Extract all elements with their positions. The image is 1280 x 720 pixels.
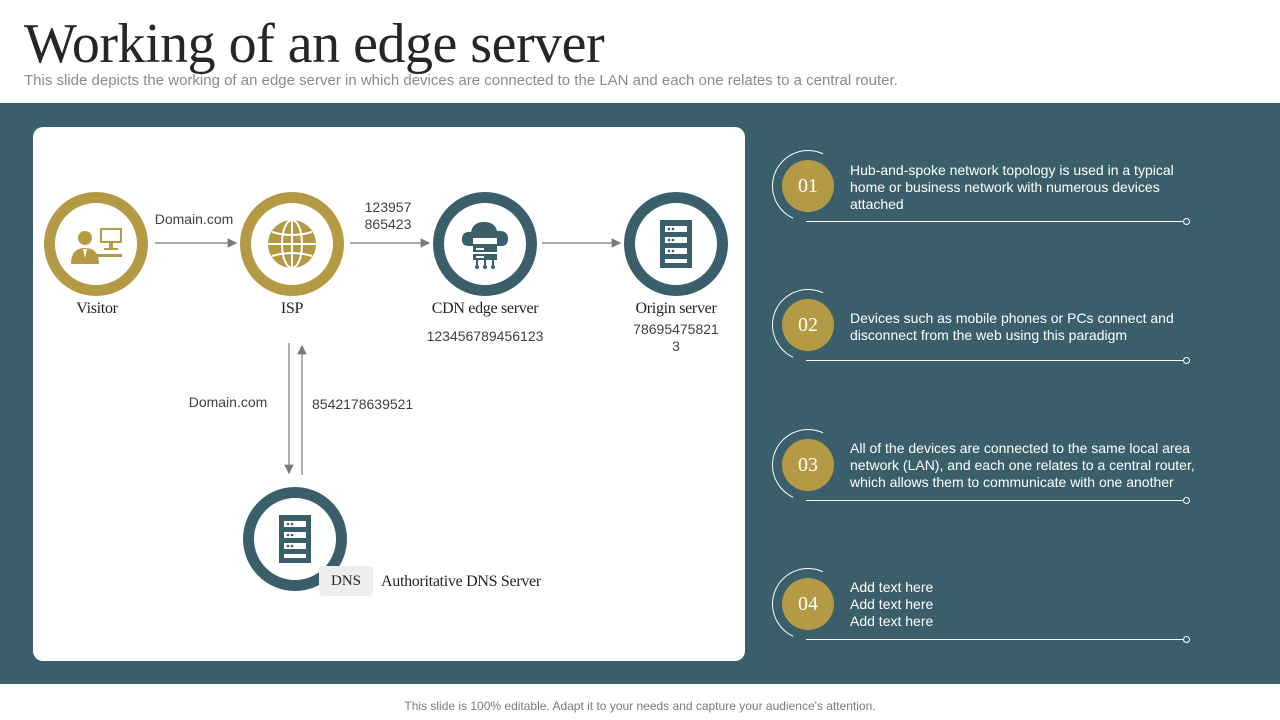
step-divider (806, 639, 1184, 640)
diagram-panel (33, 127, 745, 661)
server-rack-icon (279, 515, 311, 563)
step-number-badge: 01 (782, 160, 834, 212)
cloud-server-icon (461, 222, 508, 269)
step-divider-dot (1183, 357, 1190, 364)
step-divider (806, 221, 1184, 222)
step-divider-dot (1183, 636, 1190, 643)
edge-label-visitor-isp: Domain.com (154, 211, 234, 227)
slide-title: Working of an edge server (24, 13, 605, 75)
user-computer-icon (71, 228, 122, 264)
globe-icon (268, 219, 316, 269)
dns-server-label: Authoritative DNS Server (381, 573, 541, 590)
slide-subtitle: This slide depicts the working of an edg… (24, 72, 898, 89)
visitor-label: Visitor (76, 300, 118, 317)
step-item-02: 02 Devices such as mobile phones or PCs … (761, 278, 1200, 372)
cdn-edge-server-node (433, 192, 537, 296)
visitor-node (44, 192, 148, 296)
step-number-badge: 04 (782, 578, 834, 630)
step-divider (806, 360, 1184, 361)
edge-label-isp-dns: Domain.com (188, 394, 268, 410)
step-text: Add text here Add text here Add text her… (850, 579, 934, 629)
edge-label-dns-isp: 8542178639521 (312, 396, 414, 412)
step-text: Devices such as mobile phones or PCs con… (850, 310, 1174, 343)
step-divider (806, 500, 1184, 501)
step-divider-dot (1183, 497, 1190, 504)
step-number-badge: 03 (782, 439, 834, 491)
cdn-edge-server-label: CDN edge server (431, 300, 539, 317)
footer-note: This slide is 100% editable. Adapt it to… (404, 699, 876, 713)
cdn-edge-server-sublabel: 123456789456123 (426, 328, 544, 344)
step-item-03: 03 All of the devices are connected to t… (761, 418, 1200, 512)
step-item-04: 04 Add text here Add text here Add text … (761, 557, 1200, 651)
origin-server-node (624, 192, 728, 296)
step-number-badge: 02 (782, 299, 834, 351)
step-text: All of the devices are connected to the … (850, 440, 1195, 490)
step-text: Hub-and-spoke network topology is used i… (850, 162, 1174, 212)
isp-node (240, 192, 344, 296)
server-rack-icon (660, 220, 692, 268)
edge-label-isp-cdn: 123957 865423 (364, 199, 412, 232)
step-item-01: 01 Hub-and-spoke network topology is use… (761, 139, 1200, 233)
dns-tag: DNS (319, 566, 373, 596)
isp-label: ISP (280, 300, 304, 317)
origin-server-sublabel: 78695475821 3 (633, 321, 719, 354)
step-divider-dot (1183, 218, 1190, 225)
origin-server-label: Origin server (635, 300, 717, 317)
